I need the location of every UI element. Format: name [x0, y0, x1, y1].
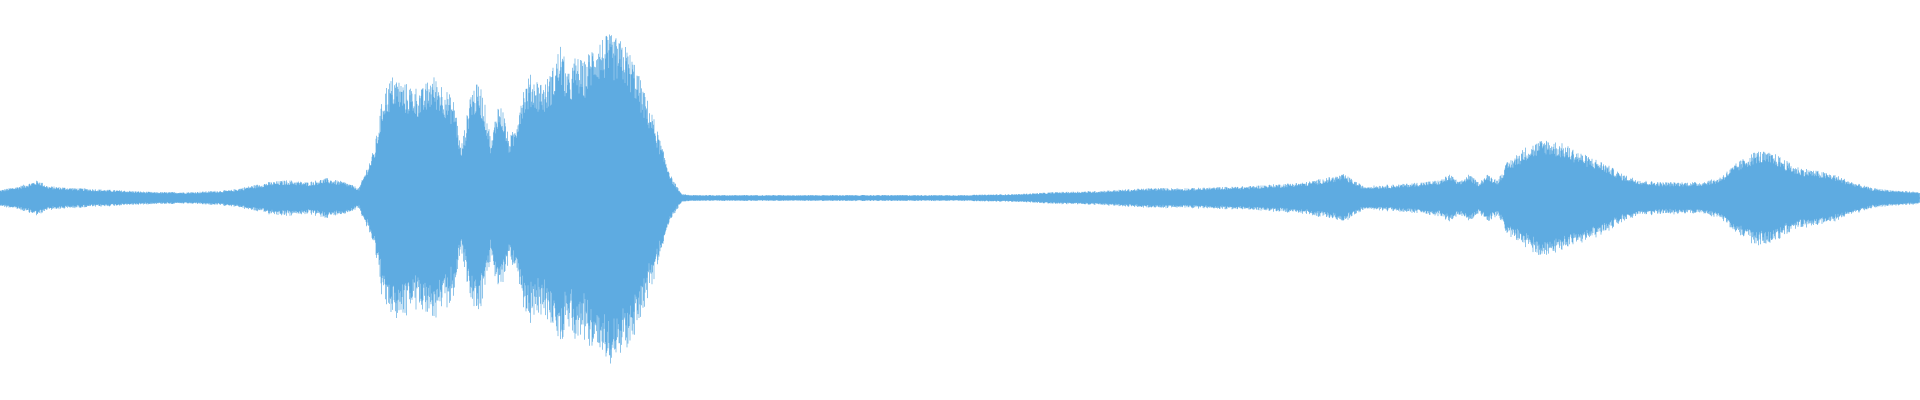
waveform-signal [0, 34, 1920, 364]
